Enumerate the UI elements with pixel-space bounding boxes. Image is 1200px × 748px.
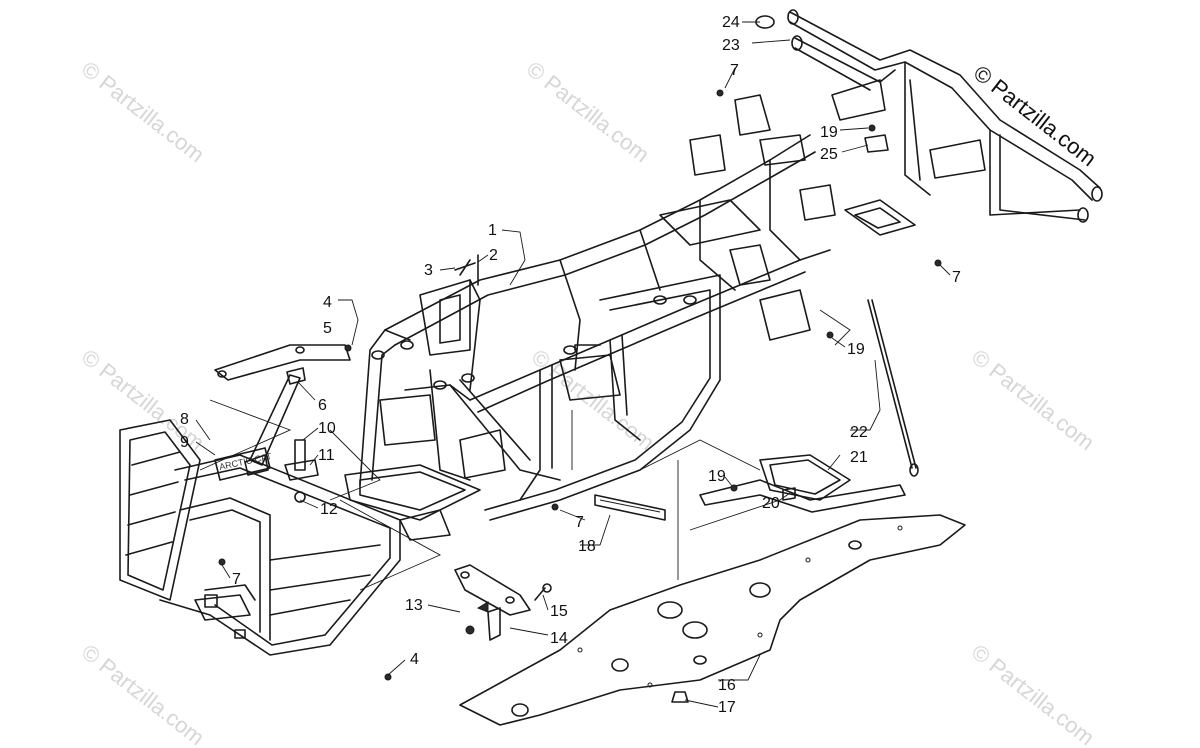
callout-17: 17 [718,699,736,716]
rear-rack [755,9,1103,236]
leader-lines [195,21,951,708]
callout-13: 13 [405,597,423,614]
hardware [218,89,942,703]
watermark-faint: © Partzilla.com [967,639,1099,748]
callout-25: 25 [820,146,838,163]
callout-23: 23 [722,37,740,54]
callout-19: 19 [708,468,726,485]
callout-4: 4 [323,294,332,311]
main-frame [344,94,836,541]
watermark-main: © Partzilla.com [969,60,1101,171]
construction-lines [199,309,851,591]
front-brackets [214,344,351,476]
callout-4: 4 [410,651,419,668]
callout-7: 7 [575,514,584,531]
faint-watermarks: © Partzilla.com © Partzilla.com © Partzi… [77,56,1099,748]
foam-strip-18 [594,494,666,521]
callout-10: 10 [318,420,336,437]
watermark-faint: © Partzilla.com [522,56,654,167]
watermark-faint: © Partzilla.com [77,639,209,748]
callout-22: 22 [850,424,868,441]
callout-12: 12 [320,501,338,518]
watermark-faint: © Partzilla.com [77,56,209,167]
callouts: 1 2 3 4 5 6 10 11 12 8 9 7 13 15 14 4 16… [180,14,961,716]
callout-7: 7 [232,571,241,588]
callout-5: 5 [323,320,332,337]
callout-15: 15 [550,603,568,620]
callout-16: 16 [718,677,736,694]
skid-plate [459,514,966,726]
callout-8: 8 [180,411,189,428]
callout-21: 21 [850,449,868,466]
callout-11: 11 [318,447,335,464]
callout-7: 7 [730,62,739,79]
callout-20: 20 [762,495,780,512]
callout-1: 1 [488,222,497,239]
callout-19: 19 [820,124,838,141]
callout-7: 7 [952,269,961,286]
rod-22 [867,299,919,477]
callout-14: 14 [550,630,568,647]
callout-19: 19 [847,341,865,358]
rear-skid-support [699,454,906,513]
callout-3: 3 [424,262,433,279]
callout-18: 18 [578,538,596,555]
bracket-14 [454,564,552,641]
watermark-faint: © Partzilla.com [967,344,1099,455]
callout-24: 24 [722,14,740,31]
callout-9: 9 [180,434,189,451]
front-bumper: ARCTIC CAT [119,419,401,656]
callout-6: 6 [318,397,327,414]
callout-2: 2 [489,247,498,264]
watermark-faint: © Partzilla.com [77,344,209,455]
